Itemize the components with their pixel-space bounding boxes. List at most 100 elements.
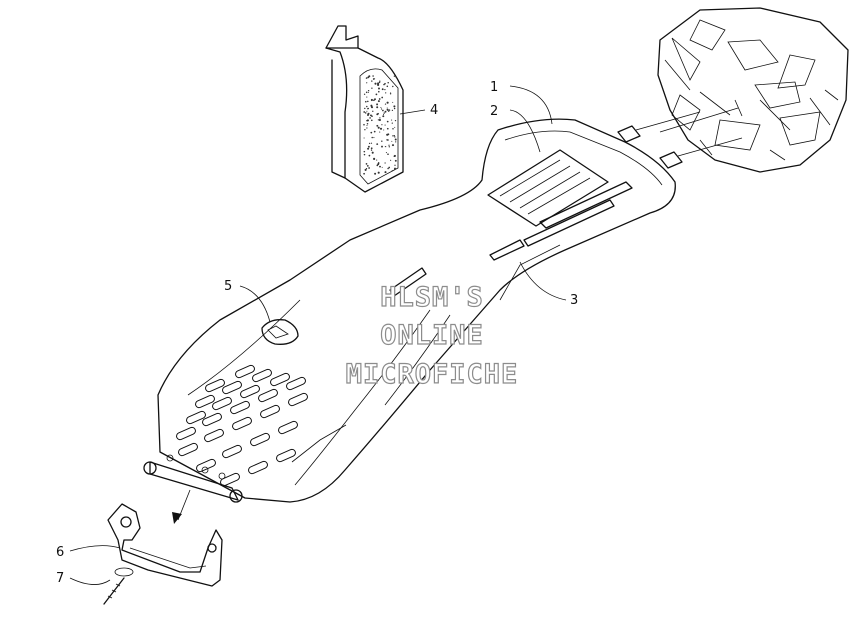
texture-dot bbox=[381, 140, 383, 142]
vent-slot bbox=[205, 378, 225, 393]
callout-4: 4 bbox=[430, 103, 438, 118]
texture-dot bbox=[384, 110, 387, 113]
texture-dot bbox=[363, 150, 366, 153]
texture-dot bbox=[376, 159, 378, 161]
texture-dot bbox=[370, 106, 374, 109]
texture-dot bbox=[394, 159, 397, 162]
texture-dot bbox=[386, 101, 389, 104]
texture-dot bbox=[378, 87, 380, 90]
texture-dot bbox=[374, 78, 376, 80]
texture-dot bbox=[367, 100, 369, 103]
texture-dot bbox=[381, 88, 384, 91]
texture-dot bbox=[371, 151, 374, 154]
vent-slot bbox=[260, 404, 280, 419]
texture-dot bbox=[372, 110, 374, 112]
texture-dot bbox=[364, 112, 367, 114]
texture-dot bbox=[391, 170, 394, 172]
texture-dot bbox=[371, 136, 373, 139]
texture-dot bbox=[383, 83, 385, 86]
texture-dot bbox=[393, 135, 395, 137]
texture-dot bbox=[367, 145, 370, 148]
texture-dot bbox=[367, 112, 370, 115]
vent-slot bbox=[286, 376, 306, 391]
texture-dot bbox=[391, 144, 395, 147]
texture-dot bbox=[366, 123, 369, 125]
texture-dot bbox=[373, 130, 376, 133]
decal-stripe bbox=[489, 181, 633, 261]
engine-block-illustration bbox=[657, 7, 849, 173]
texture-dot bbox=[376, 113, 379, 116]
texture-dot bbox=[388, 166, 391, 169]
texture-dot bbox=[384, 171, 387, 174]
texture-dot bbox=[386, 127, 389, 130]
texture-dot bbox=[373, 137, 375, 139]
texture-dot bbox=[394, 126, 396, 128]
vent-slot bbox=[270, 372, 290, 387]
vent-slot bbox=[222, 380, 242, 395]
texture-dot bbox=[366, 165, 369, 167]
texture-dot bbox=[367, 92, 369, 93]
texture-dot bbox=[383, 129, 385, 131]
texture-dot bbox=[379, 127, 383, 130]
vent-slot bbox=[196, 458, 216, 473]
texture-dot bbox=[376, 124, 379, 127]
texture-dot bbox=[368, 167, 370, 169]
texture-dot bbox=[381, 124, 383, 126]
texture-dot bbox=[364, 129, 366, 131]
texture-dot bbox=[379, 119, 381, 122]
texture-dot bbox=[387, 139, 389, 141]
texture-dot bbox=[364, 107, 366, 110]
texture-dot bbox=[382, 113, 385, 115]
texture-dot bbox=[370, 114, 372, 116]
texture-dot bbox=[366, 124, 368, 127]
texture-dot bbox=[385, 92, 387, 94]
texture-dot bbox=[394, 119, 397, 122]
texture-dot bbox=[384, 162, 386, 164]
vent-slot bbox=[195, 394, 215, 409]
texture-dot bbox=[370, 98, 373, 102]
texture-dot bbox=[378, 90, 380, 93]
watermark-line-1: HLSM'S bbox=[380, 282, 484, 313]
texture-dot bbox=[387, 167, 389, 170]
watermark-line-2: ONLINE bbox=[380, 320, 484, 351]
texture-dot bbox=[365, 91, 368, 94]
texture-dot bbox=[392, 101, 394, 103]
vent-slot bbox=[278, 420, 298, 435]
callout-5: 5 bbox=[224, 279, 232, 294]
texture-dot bbox=[384, 145, 386, 148]
texture-dot bbox=[368, 142, 371, 145]
vent-slot bbox=[248, 460, 268, 475]
texture-dot bbox=[365, 77, 368, 79]
mounting-bracket-part bbox=[107, 503, 223, 587]
texture-dot bbox=[382, 115, 385, 118]
texture-dot bbox=[382, 109, 384, 112]
texture-dot bbox=[371, 115, 373, 118]
texture-dot bbox=[378, 162, 380, 164]
texture-dot bbox=[386, 108, 389, 111]
texture-dot bbox=[370, 142, 373, 144]
vent-slot bbox=[220, 472, 240, 487]
texture-dot bbox=[373, 99, 375, 102]
mount-studs bbox=[617, 107, 743, 169]
texture-dot bbox=[366, 105, 368, 108]
small-decal-bracket bbox=[389, 267, 427, 297]
texture-dot bbox=[386, 85, 389, 88]
texture-dot bbox=[368, 154, 371, 157]
texture-dot bbox=[372, 75, 374, 77]
texture-dot bbox=[371, 119, 373, 122]
texture-dot bbox=[363, 123, 365, 126]
texture-dot bbox=[365, 167, 368, 170]
texture-dot bbox=[393, 167, 397, 170]
texture-dot bbox=[393, 105, 396, 108]
texture-dot bbox=[365, 163, 368, 165]
texture-dot bbox=[392, 135, 394, 137]
texture-dot bbox=[364, 168, 367, 171]
rubber-pad-part bbox=[261, 319, 299, 345]
texture-dot bbox=[363, 93, 366, 95]
vent-slot bbox=[288, 392, 308, 407]
texture-dot bbox=[387, 110, 390, 112]
texture-dot bbox=[381, 96, 384, 99]
texture-dot bbox=[394, 138, 397, 141]
texture-dot bbox=[386, 139, 388, 141]
